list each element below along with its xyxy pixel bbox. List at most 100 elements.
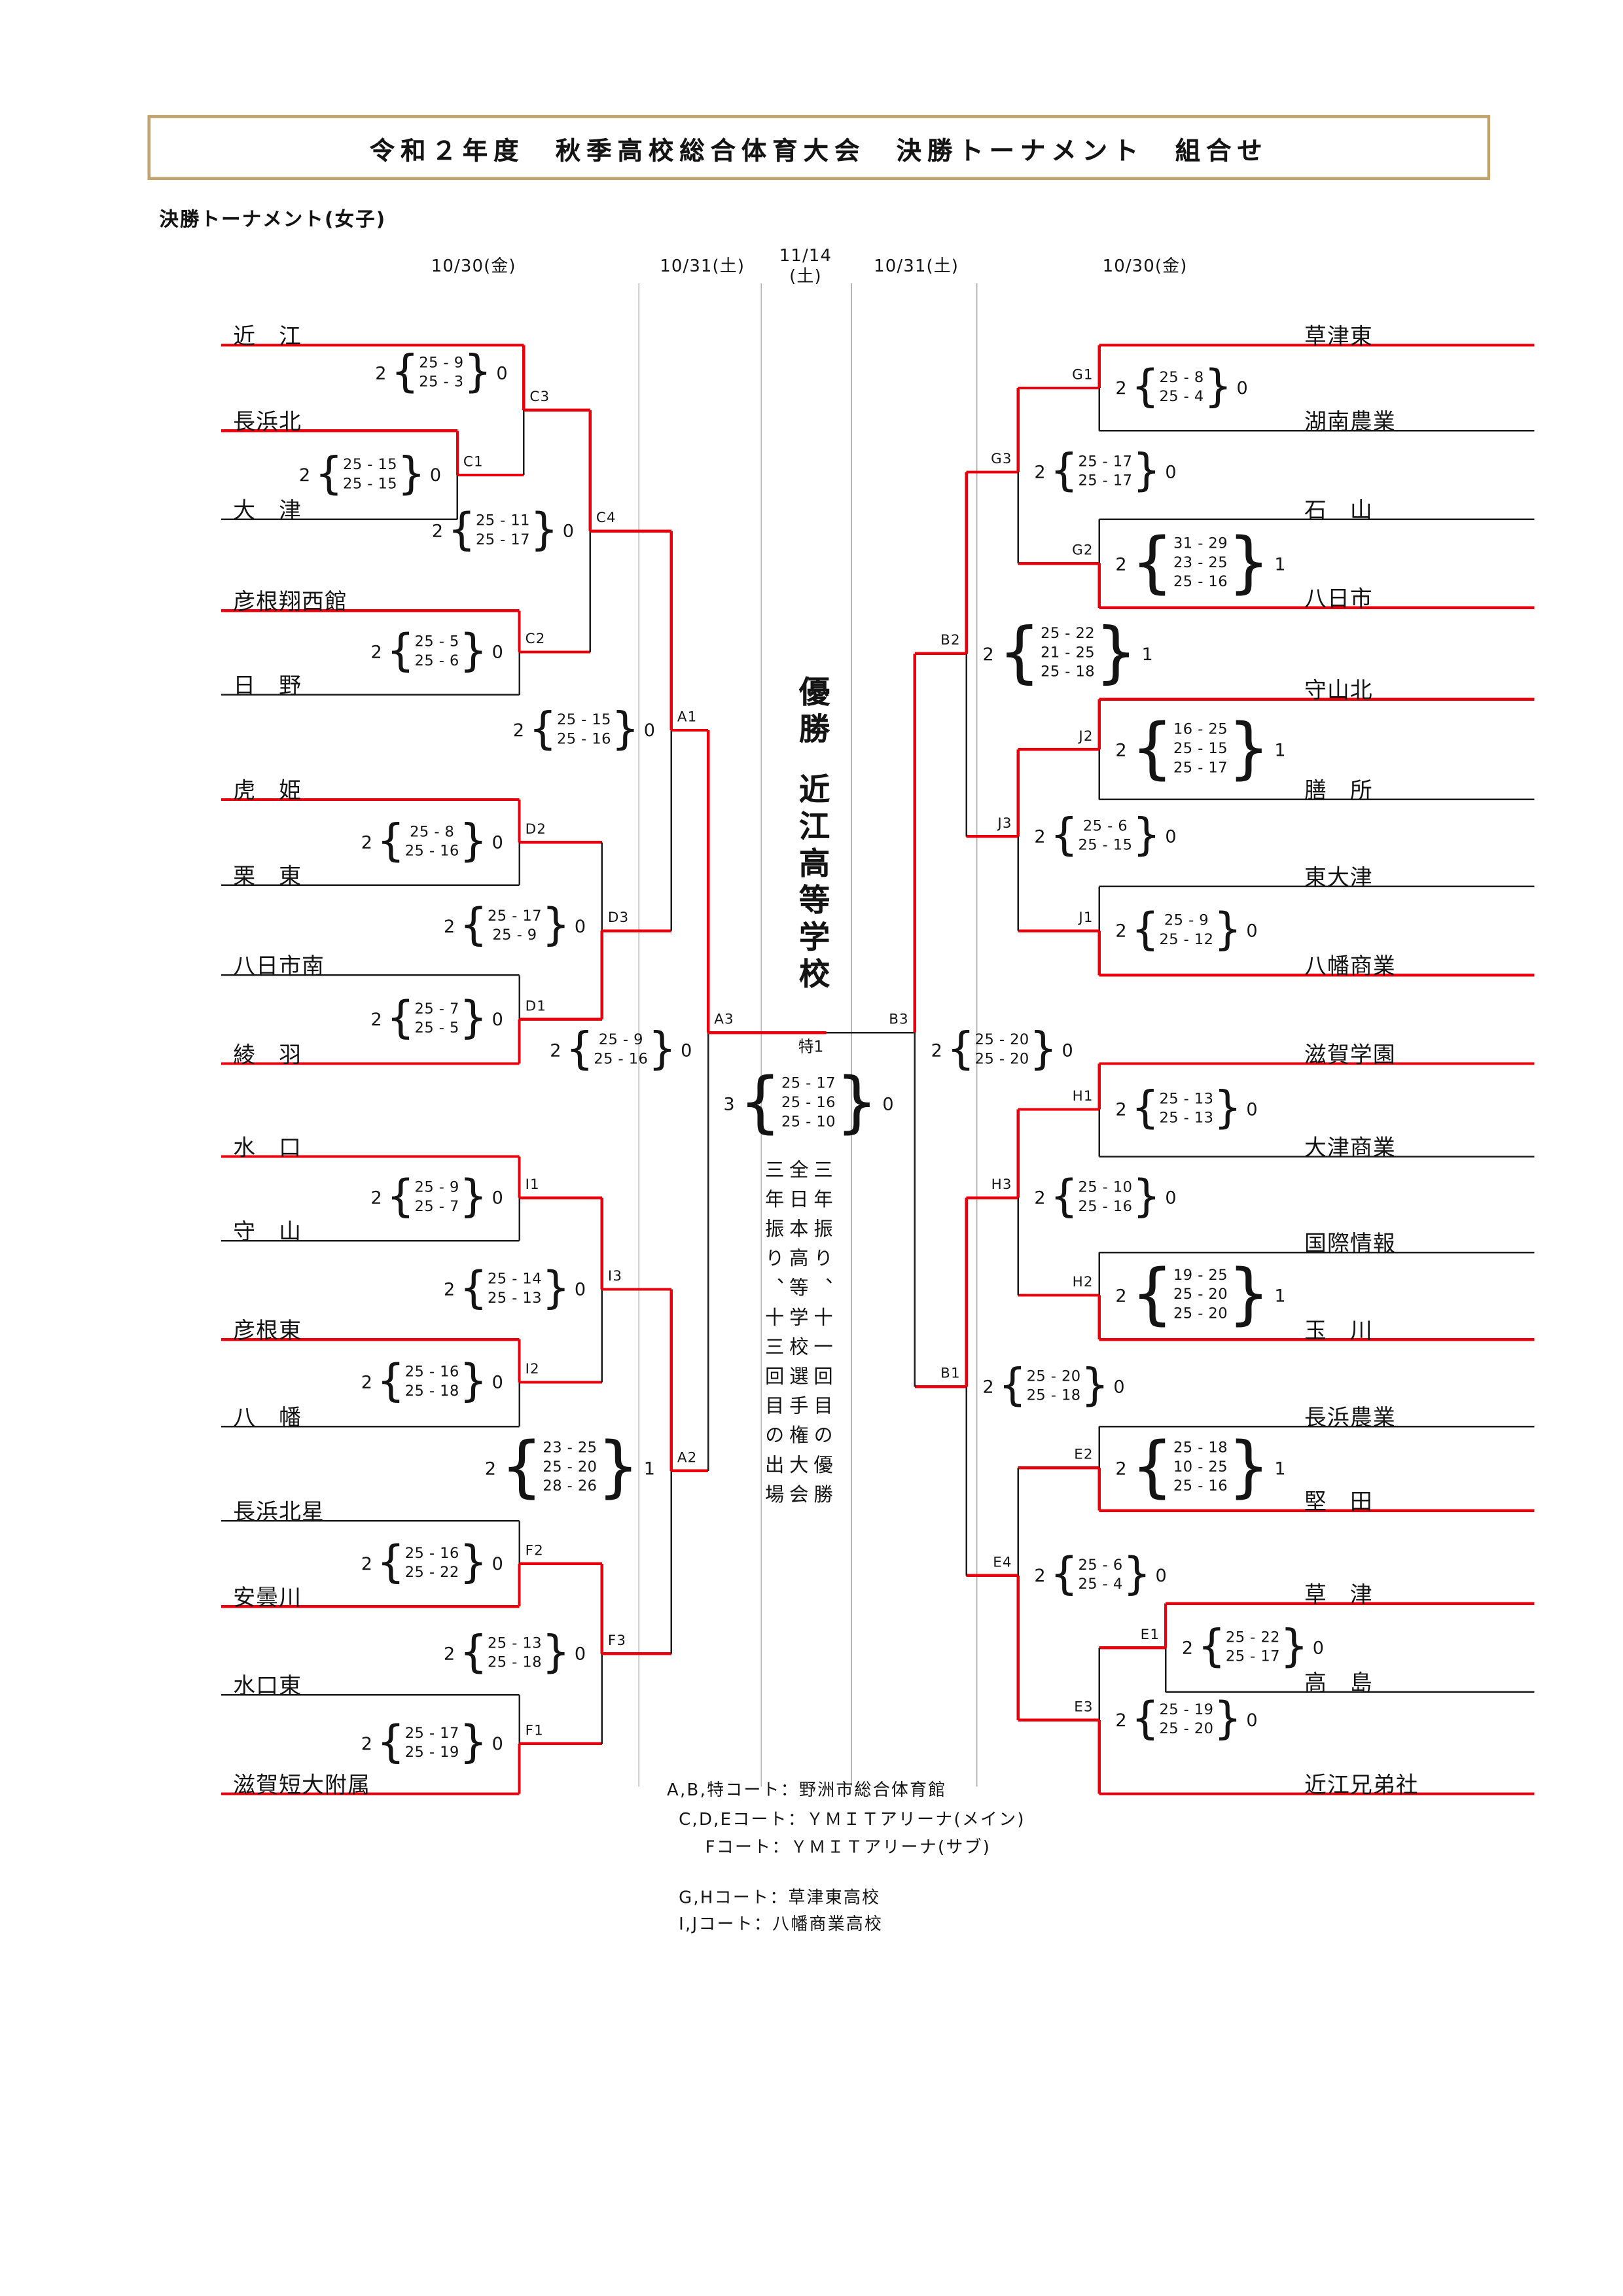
match-D1-score: 2{25 - 7 25 - 5}0 — [366, 997, 508, 1040]
team-right-11: 玉 川 — [1304, 1317, 1373, 1344]
match-E3-score: 2{25 - 19 25 - 20}0 — [1111, 1698, 1262, 1741]
match-I1-score: 2{25 - 9 25 - 7}0 — [366, 1176, 508, 1219]
score-right: 0 — [491, 1187, 503, 1209]
set-scores: 25 - 17 25 - 16 25 - 10 — [781, 1076, 836, 1131]
score-right: 1 — [1274, 1284, 1286, 1306]
column-date-1: 10/30(金) — [431, 255, 516, 276]
match-B3-score: 2{25 - 20 25 - 20}0 — [927, 1029, 1078, 1072]
team-right-10: 国際情報 — [1304, 1230, 1396, 1257]
match-F3-label: F3 — [607, 1633, 627, 1650]
score-right: 0 — [429, 465, 442, 486]
match-B3-label: B3 — [889, 1012, 909, 1029]
team-right-8: 滋賀学園 — [1304, 1041, 1396, 1069]
score-right: 1 — [1274, 739, 1286, 760]
score-left: 2 — [982, 643, 994, 664]
match-A3-score: 2{25 - 9 25 - 16}0 — [546, 1029, 697, 1072]
set-scores: 25 - 6 25 - 4 — [1078, 1557, 1123, 1593]
score-left: 2 — [1115, 1284, 1127, 1306]
set-scores: 25 - 16 25 - 18 — [404, 1364, 459, 1400]
set-scores: 25 - 22 25 - 17 — [1225, 1630, 1280, 1666]
brace-open-icon: { — [528, 703, 557, 756]
champion-note-3: 三年振り、十三回目の出場 — [760, 1159, 783, 1514]
brace-open-icon: { — [1131, 1428, 1173, 1506]
set-scores: 25 - 8 25 - 4 — [1159, 370, 1204, 406]
match-F1-score: 2{25 - 17 25 - 19}0 — [357, 1717, 508, 1769]
team-left-11: 彦根東 — [233, 1317, 302, 1344]
score-right: 0 — [491, 832, 503, 853]
score-right: 0 — [1246, 1099, 1258, 1120]
brace-close-icon: } — [1279, 1621, 1309, 1674]
brace-close-icon: } — [1122, 1549, 1151, 1601]
score-right: 0 — [491, 1553, 503, 1574]
set-scores: 25 - 7 25 - 5 — [414, 1001, 459, 1037]
score-right: 0 — [1236, 378, 1248, 398]
match-C3-score: 2{25 - 9 25 - 3}0 — [370, 351, 512, 395]
match-E4-label: E4 — [993, 1555, 1012, 1572]
match-A1-label: A1 — [677, 709, 698, 726]
team-left-6: 栗 東 — [233, 862, 302, 890]
score-left: 2 — [550, 1040, 562, 1061]
score-right: 0 — [1246, 1710, 1258, 1731]
match-F3-score: 2{25 - 13 25 - 18}0 — [439, 1632, 590, 1675]
score-right: 0 — [491, 1733, 503, 1754]
team-right-6: 東大津 — [1304, 864, 1373, 891]
match-H3-score: 2{25 - 10 25 - 16}0 — [1030, 1176, 1181, 1219]
brace-open-icon: { — [459, 1263, 488, 1315]
score-left: 3 — [723, 1093, 735, 1114]
match-F2-label: F2 — [525, 1543, 544, 1560]
brace-close-icon: } — [459, 816, 488, 868]
brace-open-icon: { — [998, 1360, 1027, 1413]
brace-close-icon: } — [397, 448, 426, 501]
match-D2-label: D2 — [525, 821, 546, 838]
set-scores: 25 - 13 25 - 18 — [487, 1636, 543, 1672]
score-left: 2 — [361, 1371, 372, 1393]
score-right: 0 — [562, 520, 575, 542]
score-right: 0 — [1165, 826, 1177, 847]
brace-close-icon: } — [459, 1356, 488, 1408]
match-F1-label: F1 — [525, 1723, 544, 1740]
champion-school: 近江高等学校 — [795, 773, 831, 995]
team-left-3: 彦根翔西館 — [233, 588, 348, 616]
brace-open-icon: { — [500, 1428, 543, 1506]
brace-open-icon: { — [376, 1717, 405, 1769]
brace-close-icon: } — [1080, 1360, 1109, 1413]
team-left-4: 日 野 — [233, 673, 302, 699]
match-G1-score: 2{25 - 8 25 - 4}0 — [1111, 366, 1253, 409]
score-right: 0 — [1165, 461, 1177, 483]
court-note-2: C,D,Eコート：ＹＭＩＴアリーナ(メイン) — [679, 1809, 1026, 1829]
match-E1-label: E1 — [1140, 1627, 1160, 1644]
set-scores: 16 - 25 25 - 15 25 - 17 — [1173, 722, 1228, 777]
score-right: 0 — [574, 1279, 586, 1300]
team-left-1: 長浜北 — [233, 408, 302, 436]
match-C4-score: 2{25 - 11 25 - 17}0 — [427, 504, 579, 557]
score-right: 0 — [1246, 920, 1258, 942]
score-right: 0 — [681, 1040, 692, 1061]
set-scores: 25 - 8 25 - 16 — [404, 824, 459, 860]
set-scores: 25 - 5 25 - 6 — [414, 634, 459, 670]
match-D3-label: D3 — [607, 910, 630, 927]
match-C1-score: 2{25 - 15 25 - 15}0 — [294, 448, 446, 501]
court-note-1: A,B,特コート：野洲市総合体育館 — [667, 1778, 947, 1800]
brace-close-icon: } — [542, 900, 571, 952]
court-note-5: I,Jコート：八幡商業高校 — [679, 1913, 883, 1934]
score-left: 2 — [1115, 1099, 1127, 1120]
score-right: 0 — [1113, 1376, 1125, 1398]
champion-note-1: 三年振り、十一回目の優勝 — [809, 1159, 832, 1514]
brace-open-icon: { — [1131, 709, 1173, 788]
match-G2-label: G2 — [1072, 542, 1094, 559]
brace-open-icon: { — [1050, 446, 1079, 498]
match-J1-score: 2{25 - 9 25 - 12}0 — [1111, 904, 1262, 957]
team-right-2: 石 山 — [1304, 497, 1373, 524]
score-left: 2 — [361, 832, 372, 853]
team-right-1: 湖南農業 — [1304, 408, 1396, 436]
match-H1-score: 2{25 - 13 25 - 13}0 — [1111, 1087, 1262, 1131]
score-right: 0 — [1155, 1565, 1167, 1586]
score-left: 2 — [931, 1040, 942, 1061]
brace-close-icon: } — [1213, 904, 1242, 957]
team-left-12: 八 幡 — [233, 1404, 302, 1431]
match-D3-score: 2{25 - 17 25 - 9}0 — [439, 900, 590, 952]
brace-open-icon: { — [447, 504, 476, 557]
score-left: 2 — [370, 641, 382, 663]
bracket-subtitle: 決勝トーナメント(女子) — [159, 209, 387, 232]
score-left: 2 — [443, 916, 455, 937]
